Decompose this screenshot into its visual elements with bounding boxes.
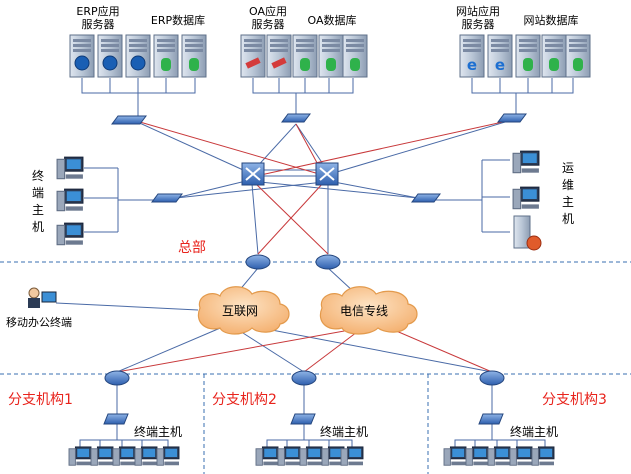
switch-icon <box>151 193 183 203</box>
switch-icon <box>497 113 527 123</box>
terminal-host-label: 终端主机 <box>32 168 44 234</box>
pc-icon <box>512 150 540 174</box>
pc-icon <box>56 222 84 246</box>
mobile-user <box>28 287 57 308</box>
pc-icon <box>255 446 279 466</box>
pc-icon <box>156 446 180 466</box>
switch-icon <box>111 115 147 125</box>
router-icon <box>479 370 505 386</box>
pc-icon <box>134 446 158 466</box>
oa-app-label: OA应用服务器 <box>249 4 287 31</box>
branch1-pcs <box>68 446 180 466</box>
pc-icon <box>90 446 114 466</box>
pc-icon <box>277 446 301 466</box>
ops-host-label: 运维主机 <box>562 161 574 226</box>
hq-routers <box>245 254 341 270</box>
pc-icon <box>443 446 467 466</box>
pc-icon <box>512 186 540 210</box>
app-pen-icon <box>271 57 287 69</box>
zone-branch1-label: 分支机构1 <box>8 392 73 408</box>
mobile-user-icon <box>28 287 40 299</box>
browser-icon: e <box>467 56 477 74</box>
web-server-group: e e <box>459 34 591 78</box>
database-icon <box>350 58 360 71</box>
switch-icon <box>478 413 504 425</box>
app-globe-icon <box>102 55 118 71</box>
router-icon <box>291 370 317 386</box>
erp-app-label: ERP应用服务器 <box>76 4 119 31</box>
switch-icon <box>281 113 311 123</box>
router-icon <box>245 254 271 270</box>
web-db-label: 网站数据库 <box>524 13 579 27</box>
database-icon <box>326 58 336 71</box>
ops-server-icon <box>513 215 531 249</box>
oa-server-group <box>240 34 368 78</box>
zone-hq-label: 总部 <box>178 240 206 256</box>
branch3-host-label: 终端主机 <box>510 424 558 439</box>
group-switches <box>111 113 527 125</box>
cloud-internet <box>197 286 290 335</box>
database-icon <box>523 58 533 71</box>
zone-separators <box>0 261 631 474</box>
pc-icon <box>509 446 533 466</box>
pc-icon <box>340 446 364 466</box>
erp-db-label: ERP数据库 <box>151 13 205 27</box>
cloud-internet-label: 互联网 <box>222 304 258 318</box>
mobile-office-label: 移动办公终端 <box>6 315 72 329</box>
cloud-icon <box>319 286 418 335</box>
pc-icon <box>487 446 511 466</box>
server-icon <box>266 34 292 78</box>
switch-icon <box>103 413 129 425</box>
erp-server-group <box>69 34 207 78</box>
pc-icon <box>56 188 84 212</box>
router-icon <box>104 370 130 386</box>
pc-icon <box>112 446 136 466</box>
pc-icon <box>299 446 323 466</box>
database-icon <box>549 58 559 71</box>
links-blue <box>55 78 574 448</box>
browser-icon: e <box>495 56 505 74</box>
database-icon <box>573 58 583 71</box>
branch-devices <box>103 370 505 425</box>
app-globe-icon <box>74 55 90 71</box>
branch2-host-label: 终端主机 <box>320 424 368 439</box>
pc-icon <box>68 446 92 466</box>
oa-db-label: OA数据库 <box>308 13 357 27</box>
database-icon <box>161 58 171 71</box>
app-pen-icon <box>245 57 261 69</box>
database-icon <box>300 58 310 71</box>
zone-branch3-label: 分支机构3 <box>542 392 607 408</box>
switch-icon <box>411 193 441 203</box>
pc-icon <box>531 446 555 466</box>
cloud-telecom-label: 电信专线 <box>340 303 388 318</box>
branch3-pcs <box>443 446 555 466</box>
zone-branch2-label: 分支机构2 <box>212 392 277 408</box>
cloud-telecom <box>319 286 418 335</box>
database-icon <box>189 58 199 71</box>
links-red <box>116 119 513 373</box>
branch1-host-label: 终端主机 <box>134 424 182 439</box>
access-switches <box>151 193 441 203</box>
branch2-pcs <box>255 446 364 466</box>
hq-terminal-pcs <box>56 156 84 246</box>
ops-pcs <box>512 150 542 251</box>
cloud-icon <box>197 286 290 335</box>
alert-icon <box>526 235 542 251</box>
switch-icon <box>290 413 316 425</box>
pc-icon <box>56 156 84 180</box>
web-app-label: 网站应用服务器 <box>456 4 500 31</box>
server-icon <box>240 34 266 78</box>
core-switches <box>241 162 339 186</box>
router-icon <box>315 254 341 270</box>
app-globe-icon <box>130 55 146 71</box>
pc-icon <box>465 446 489 466</box>
